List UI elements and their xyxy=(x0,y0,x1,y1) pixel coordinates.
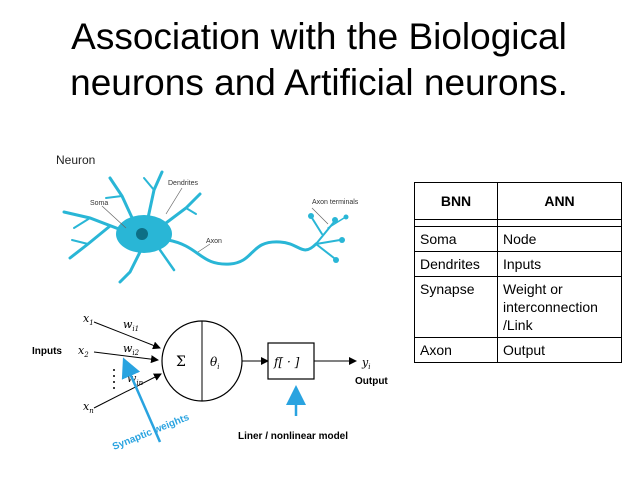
x2-sub: 2 xyxy=(83,351,89,359)
artificial-neuron-model: Inputs x1 x2 xn wi1 wi2 win Σ θi f[ · ] … xyxy=(32,312,388,453)
svg-text:xn: xn xyxy=(83,400,94,415)
bnn-ann-table: BNN ANN Soma Node Dendrites Inputs Synap… xyxy=(414,182,622,363)
x1-sub: 1 xyxy=(89,319,93,327)
axon-terminal-bulbs xyxy=(308,213,349,263)
table-row: Soma Node xyxy=(414,226,622,252)
table-header-row: BNN ANN xyxy=(414,182,622,220)
title-line-1: Association with the Biological xyxy=(71,16,567,57)
title-line-2: neurons and Artificial neurons. xyxy=(70,62,568,103)
w1-symbol: w xyxy=(123,318,133,331)
w2-symbol: w xyxy=(123,342,133,355)
bnn-cell: Dendrites xyxy=(414,251,498,277)
xn-symbol: x xyxy=(83,400,90,413)
bnn-cell: Axon xyxy=(414,337,498,363)
theta-symbol: θ xyxy=(210,355,218,369)
wn-sub: in xyxy=(136,379,143,387)
bnn-cell: Synapse xyxy=(414,276,498,338)
w1-sub: i1 xyxy=(132,325,139,333)
neuron-illustration: Neuron Dendrites Soma Axon Axon t xyxy=(56,153,359,284)
table-row: Synapse Weight or interconnection /Link xyxy=(414,276,622,338)
x2-symbol: x xyxy=(78,344,85,357)
svg-text:yi: yi xyxy=(361,356,370,371)
dendrites-label: Dendrites xyxy=(168,180,198,187)
svg-text:wi2: wi2 xyxy=(123,342,140,357)
activation-box xyxy=(267,342,315,380)
sum-symbol: Σ xyxy=(176,354,186,370)
output-label: Output xyxy=(355,376,388,387)
weights-arrow xyxy=(121,357,162,443)
xn-sub: n xyxy=(89,407,94,415)
input-lines xyxy=(93,321,162,409)
ann-header: ANN xyxy=(497,182,622,220)
table-row: Dendrites Inputs xyxy=(414,251,622,277)
ann-cell: Node xyxy=(497,226,622,252)
synaptic-weights-label: Synaptic weights xyxy=(111,412,191,453)
svg-text:θi: θi xyxy=(210,355,219,371)
theta-sub: i xyxy=(217,363,219,371)
ann-cell: Weight or interconnection /Link xyxy=(497,276,622,338)
output-sub: i xyxy=(368,363,370,371)
neuron-heading: Neuron xyxy=(56,153,95,167)
model-label: Liner / nonlinear model xyxy=(238,431,348,442)
output-symbol: y xyxy=(361,356,369,369)
svg-text:x1: x1 xyxy=(83,312,94,327)
bnn-cell: Soma xyxy=(414,226,498,252)
w2-sub: i2 xyxy=(132,349,139,357)
table-row: Axon Output xyxy=(414,337,622,363)
x1-symbol: x xyxy=(83,312,90,325)
activation-function: f[ · ] xyxy=(273,355,300,369)
svg-text:x2: x2 xyxy=(78,344,89,359)
soma-label: Soma xyxy=(90,200,108,207)
bnn-header: BNN xyxy=(414,182,498,220)
nucleus xyxy=(136,228,148,240)
ann-cell: Inputs xyxy=(497,251,622,277)
axon-label: Axon xyxy=(206,238,222,245)
slide-title: Association with the Biological neurons … xyxy=(0,14,638,106)
axon-terminals-label: Axon terminals xyxy=(312,199,359,206)
table-spacer-row xyxy=(414,219,622,227)
inputs-label: Inputs xyxy=(32,346,62,357)
neuron-shape xyxy=(62,170,345,284)
ellipsis-dots xyxy=(113,369,115,389)
ann-cell: Output xyxy=(497,337,622,363)
svg-text:wi1: wi1 xyxy=(123,318,139,333)
